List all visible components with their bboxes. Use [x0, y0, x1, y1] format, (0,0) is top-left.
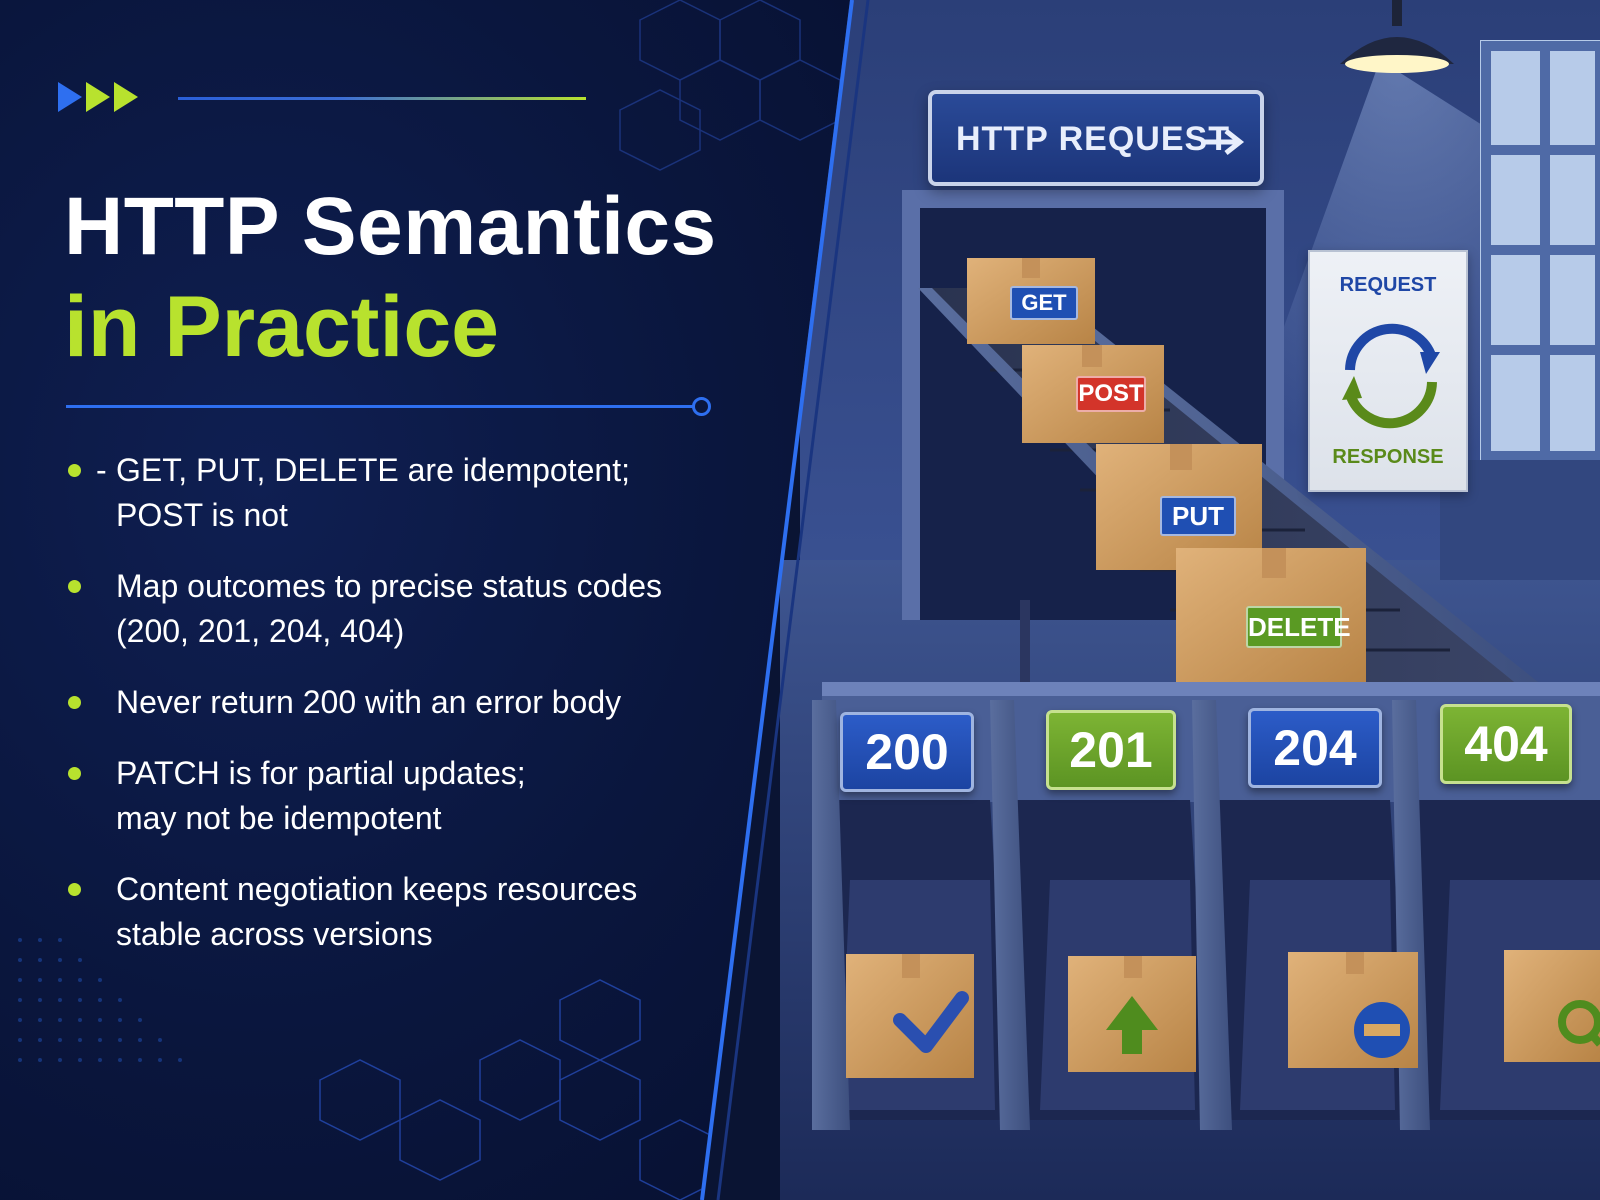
- search-icon: [1558, 1000, 1600, 1047]
- bullet-list: - GET, PUT, DELETE are idempotent; POST …: [66, 448, 706, 957]
- poster-response-label: RESPONSE: [1332, 446, 1444, 468]
- status-plate-200: 200: [840, 712, 974, 792]
- title-divider: [66, 405, 696, 408]
- list-item: Content negotiation keeps resources stab…: [66, 867, 706, 957]
- header-divider: [178, 97, 586, 100]
- method-label-get: GET: [1010, 286, 1078, 320]
- chevron-arrows-icon: [58, 82, 138, 112]
- bullet-text: PATCH is for partial updates;: [116, 755, 526, 791]
- bullet-dot: [68, 696, 81, 709]
- list-item: Never return 200 with an error body: [66, 680, 706, 725]
- status-plate-201: 201: [1046, 710, 1176, 790]
- method-label-post: POST: [1076, 376, 1146, 412]
- bullet-dot: [68, 464, 81, 477]
- bullet-text: may not be idempotent: [116, 800, 442, 836]
- request-response-poster: REQUEST RESPONSE: [1308, 250, 1468, 492]
- bullet-dot: [68, 883, 81, 896]
- list-item: PATCH is for partial updates; may not be…: [66, 751, 706, 841]
- bullet-text: Content negotiation keeps resources: [116, 871, 638, 907]
- bullet-text: (200, 201, 204, 404): [116, 613, 405, 649]
- bullet-text: Never return 200 with an error body: [116, 684, 622, 720]
- bullet-prefix: -: [96, 452, 107, 488]
- page-subtitle: in Practice: [64, 279, 499, 375]
- status-plate-204: 204: [1248, 708, 1382, 788]
- list-item: Map outcomes to precise status codes (20…: [66, 564, 706, 654]
- method-label-put: PUT: [1160, 496, 1236, 536]
- bullet-dot: [68, 580, 81, 593]
- status-plate-404: 404: [1440, 704, 1572, 784]
- checkmark-icon: [893, 991, 969, 1053]
- bullet-text: stable across versions: [116, 916, 433, 952]
- cycle-arrows-icon: [1342, 323, 1440, 429]
- bullet-text: GET, PUT, DELETE are idempotent;: [116, 452, 630, 488]
- bullet-text: POST is not: [116, 497, 288, 533]
- arrow-right-icon: [1202, 129, 1245, 155]
- method-label-delete: DELETE: [1246, 606, 1351, 648]
- page-title: HTTP Semantics: [64, 181, 717, 272]
- up-arrow-icon: [1106, 996, 1158, 1054]
- poster-request-label: REQUEST: [1339, 274, 1437, 296]
- minus-icon: [1354, 1002, 1410, 1058]
- sign-text: HTTP REQUEST: [956, 120, 1230, 158]
- bullet-text: Map outcomes to precise status codes: [116, 568, 663, 604]
- http-request-sign: HTTP REQUEST: [928, 90, 1264, 186]
- bullet-dot: [68, 767, 81, 780]
- list-item: - GET, PUT, DELETE are idempotent; POST …: [66, 448, 706, 538]
- title-divider-dot: [692, 397, 711, 416]
